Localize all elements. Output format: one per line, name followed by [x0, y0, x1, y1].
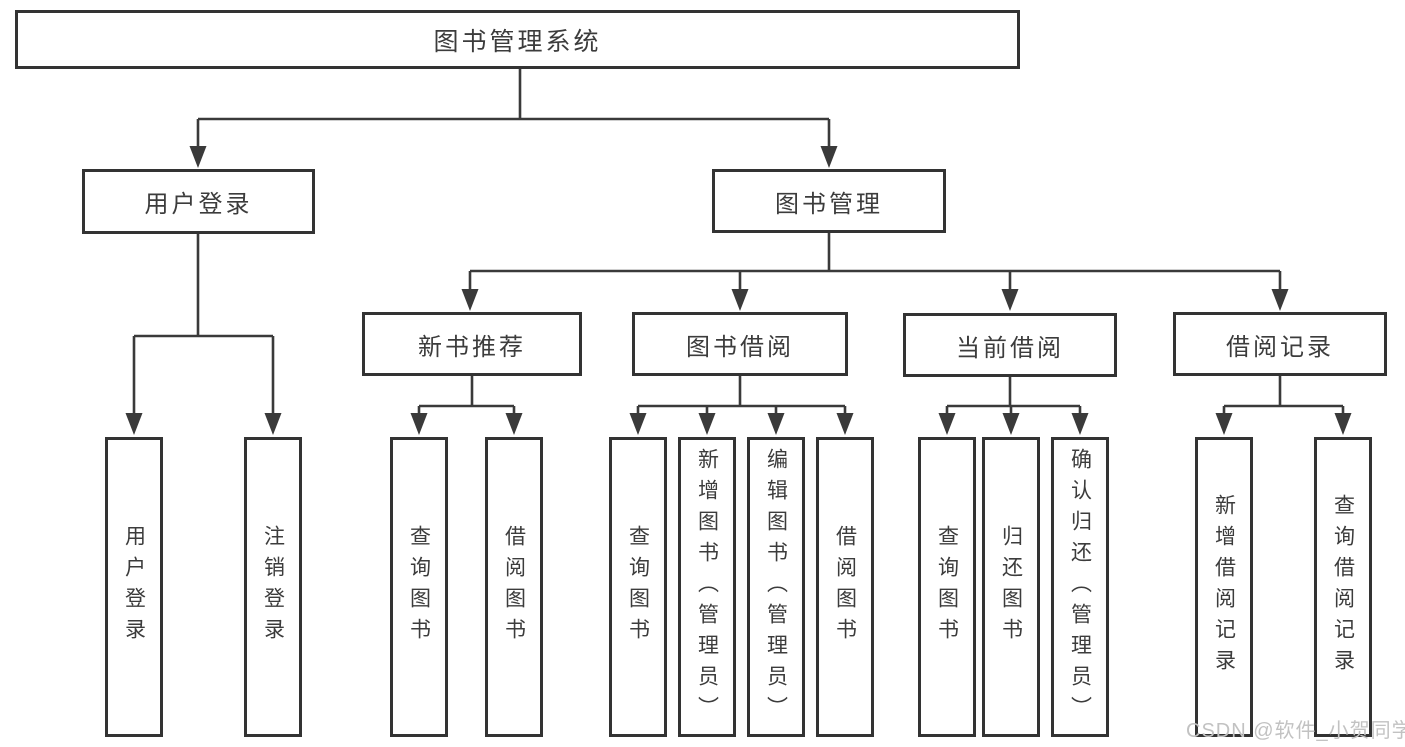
arrowhead — [938, 413, 956, 435]
leaf-query-books-recommend: 查询图书 — [390, 437, 448, 737]
leaf-logout: 注销登录 — [244, 437, 302, 737]
leaf-confirm-return-admin: 确认归还（管理员） — [1051, 437, 1109, 737]
node-label: 新书推荐 — [418, 333, 526, 361]
leaf-query-books-current: 查询图书 — [918, 437, 976, 737]
leaf-query-books-borrowing: 查询图书 — [609, 437, 667, 737]
watermark-text: CSDN @软件_小贺同学 — [1186, 720, 1405, 742]
node-label: 图书借阅 — [686, 333, 794, 361]
arrowhead — [264, 413, 282, 435]
connector-new-books-to-leaves — [410, 376, 523, 435]
arrowhead — [731, 289, 749, 311]
arrowhead — [461, 289, 479, 311]
arrowhead — [767, 413, 785, 435]
leaf-label: 用户登录 — [122, 525, 146, 649]
leaf-label: 借阅图书 — [833, 525, 857, 649]
leaf-add-borrow-record: 新增借阅记录 — [1195, 437, 1253, 737]
arrowhead — [189, 146, 207, 168]
leaf-query-borrow-record: 查询借阅记录 — [1314, 437, 1372, 737]
arrowhead — [1215, 413, 1233, 435]
node-borrowing-records: 借阅记录 — [1173, 312, 1387, 376]
leaf-borrow-books-recommend: 借阅图书 — [485, 437, 543, 737]
connector-user-login-to-leaves — [125, 234, 282, 435]
leaf-borrow-books-borrowing: 借阅图书 — [816, 437, 874, 737]
connector-current-to-leaves — [938, 377, 1089, 435]
leaf-edit-books-admin: 编辑图书（管理员） — [747, 437, 805, 737]
arrowhead — [820, 146, 838, 168]
node-label: 用户登录 — [144, 191, 253, 218]
leaf-label: 新增图书（管理员） — [695, 447, 719, 727]
node-book-management-system: 图书管理系统 — [15, 10, 1020, 69]
leaf-label: 查询借阅记录 — [1331, 494, 1355, 680]
leaf-return-books: 归还图书 — [982, 437, 1040, 737]
node-user-login: 用户登录 — [82, 169, 315, 234]
node-label: 图书管理 — [775, 190, 883, 218]
connector-borrow-to-leaves — [629, 376, 854, 435]
node-new-book-recommend: 新书推荐 — [362, 312, 582, 376]
leaf-label: 编辑图书（管理员） — [764, 447, 788, 727]
connector-book-mgmt-to-level3 — [461, 233, 1289, 311]
leaf-label: 查询图书 — [626, 525, 650, 649]
leaf-label: 查询图书 — [935, 525, 959, 649]
arrowhead — [1001, 289, 1019, 311]
arrowhead — [629, 413, 647, 435]
node-label: 借阅记录 — [1226, 333, 1334, 361]
node-book-borrowing: 图书借阅 — [632, 312, 848, 376]
arrowhead — [125, 413, 143, 435]
leaf-label: 注销登录 — [261, 525, 285, 649]
leaf-user-login: 用户登录 — [105, 437, 163, 737]
arrowhead — [505, 413, 523, 435]
leaf-label: 归还图书 — [999, 525, 1023, 649]
leaf-label: 借阅图书 — [502, 525, 526, 649]
connector-root-to-level2 — [189, 69, 838, 168]
leaf-label: 查询图书 — [407, 525, 431, 649]
node-book-management: 图书管理 — [712, 169, 946, 233]
arrowhead — [1002, 413, 1020, 435]
arrowhead — [698, 413, 716, 435]
leaf-add-books-admin: 新增图书（管理员） — [678, 437, 736, 737]
connector-records-to-leaves — [1215, 376, 1352, 435]
leaf-label: 新增借阅记录 — [1212, 494, 1236, 680]
node-label: 当前借阅 — [956, 334, 1064, 362]
node-label: 图书管理系统 — [433, 27, 602, 56]
arrowhead — [1071, 413, 1089, 435]
arrowhead — [410, 413, 428, 435]
leaf-label: 确认归还（管理员） — [1068, 447, 1092, 727]
arrowhead — [836, 413, 854, 435]
arrowhead — [1334, 413, 1352, 435]
arrowhead — [1271, 289, 1289, 311]
node-current-borrowing: 当前借阅 — [903, 313, 1117, 377]
